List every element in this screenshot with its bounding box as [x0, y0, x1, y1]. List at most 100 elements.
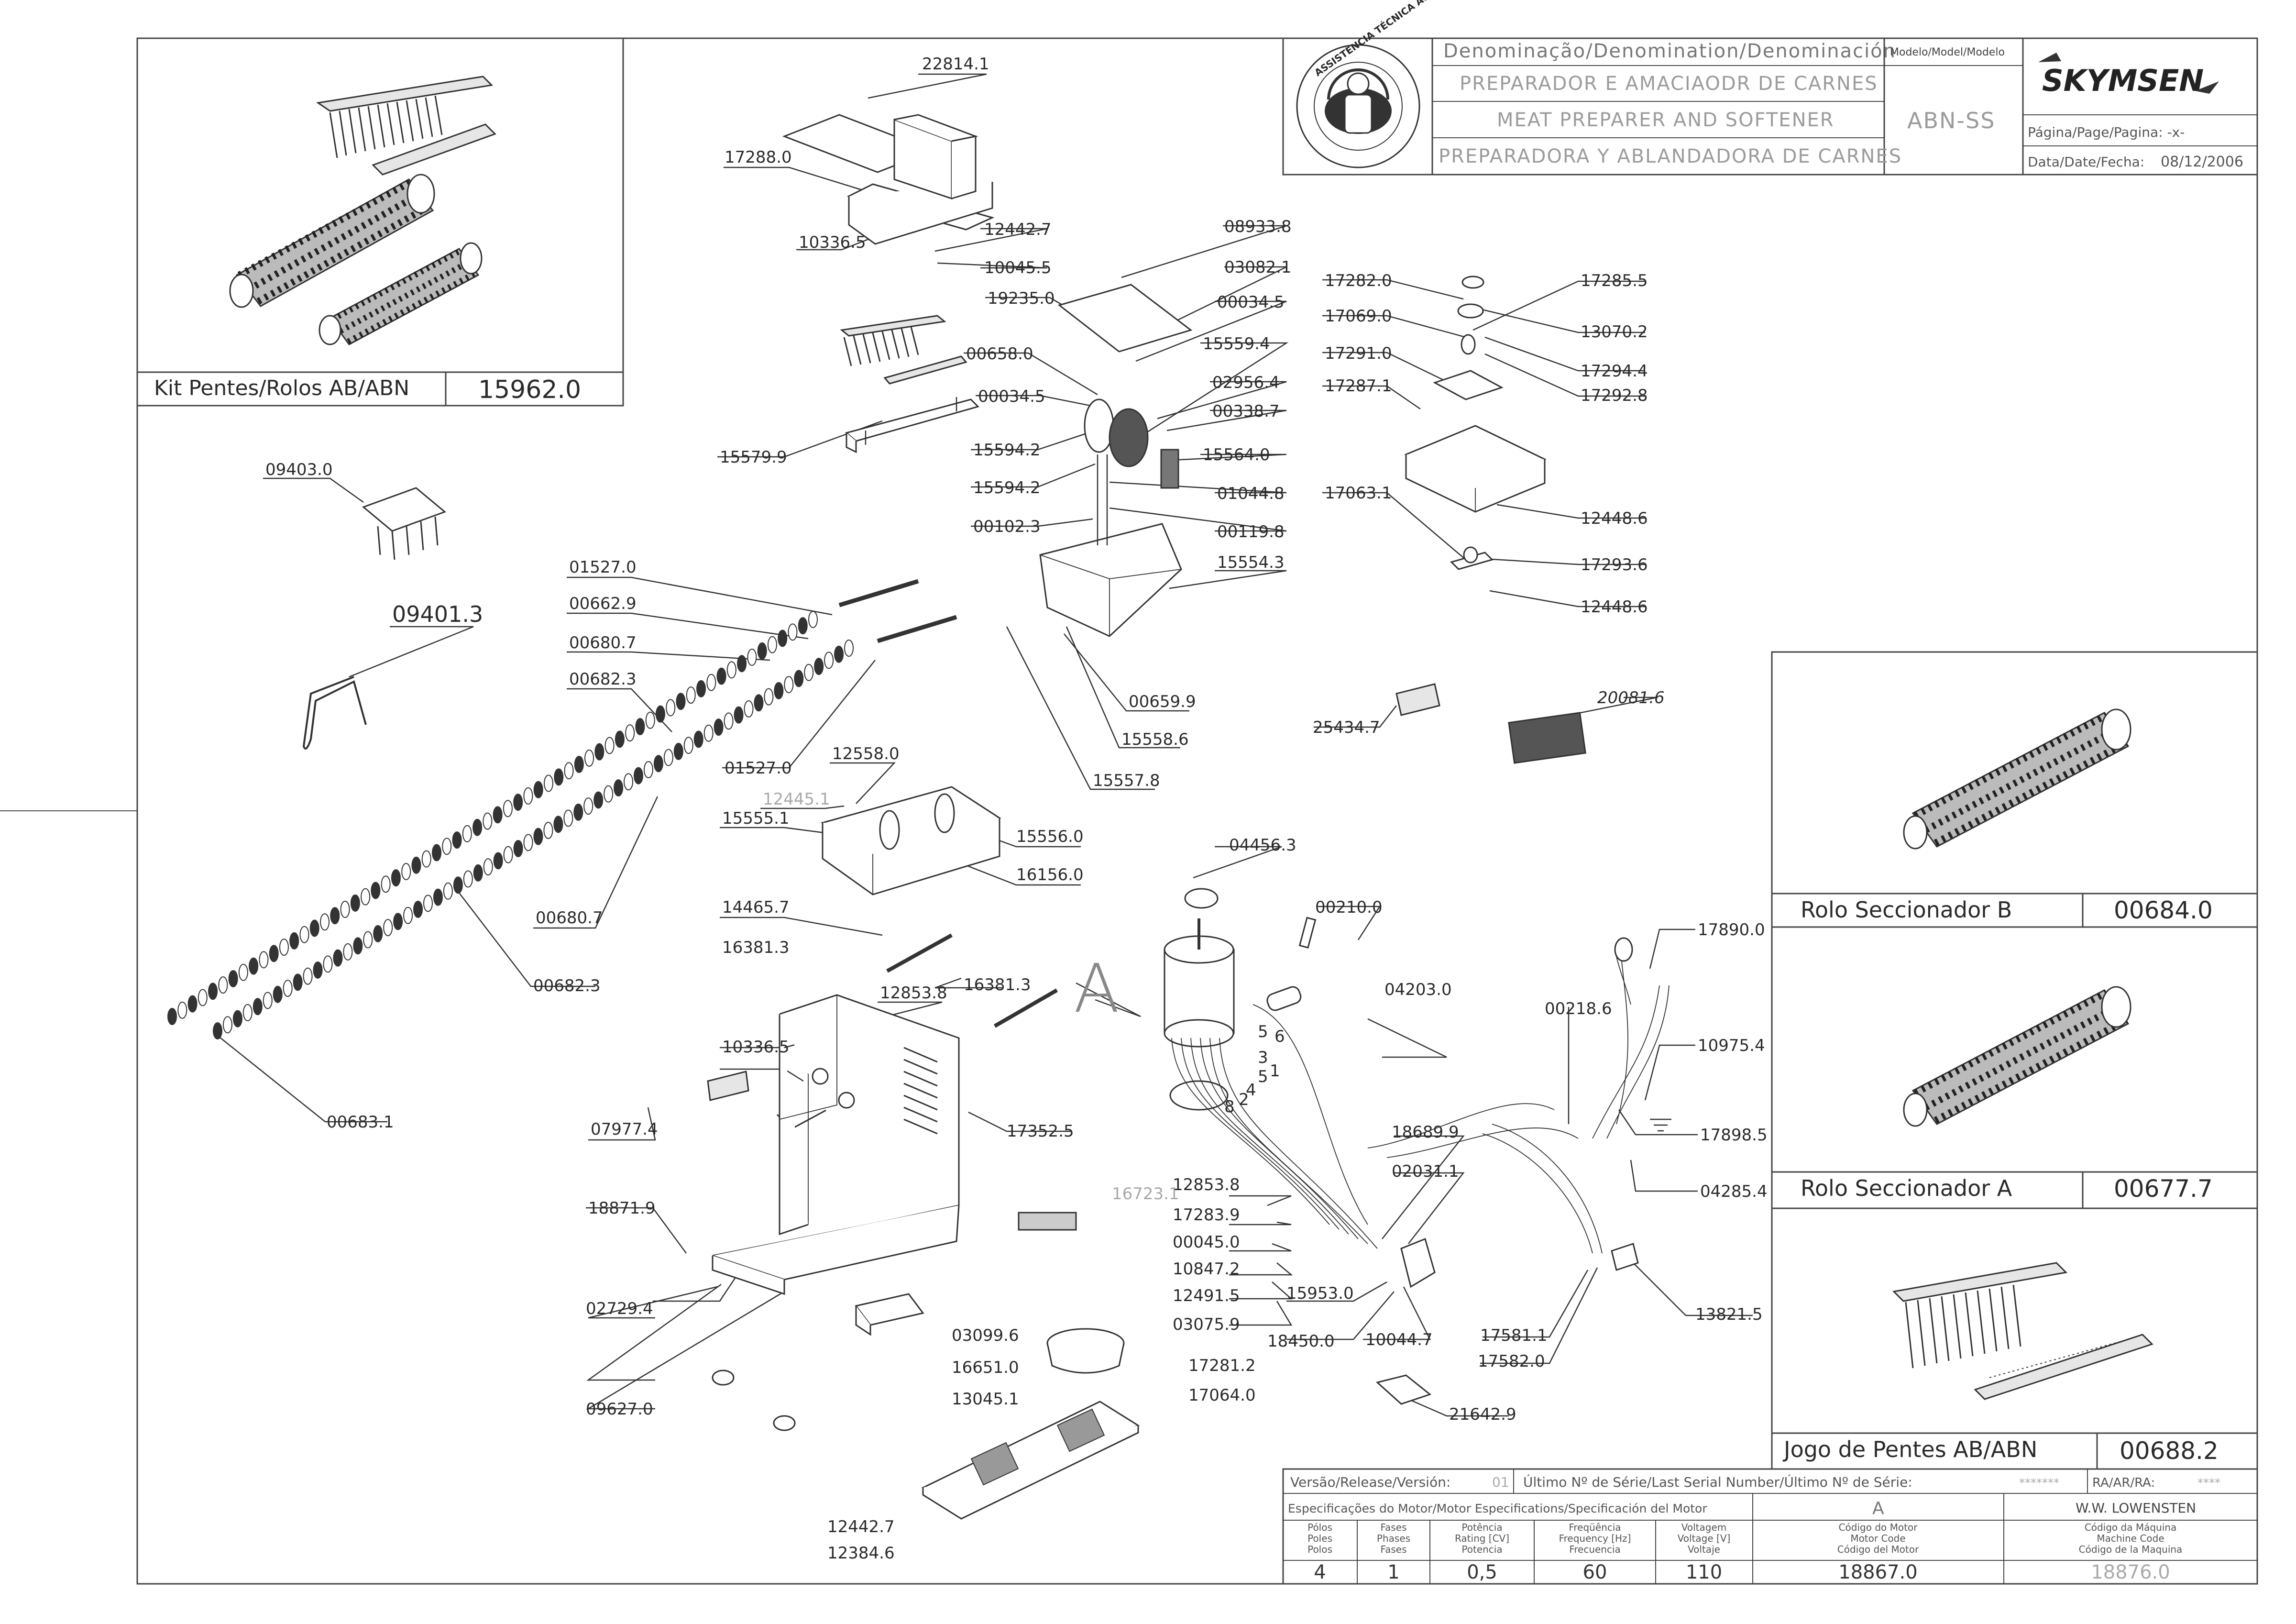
roller-disc	[493, 806, 503, 824]
date-value: 08/12/2006	[2161, 154, 2243, 170]
part-label: 00682.3	[533, 976, 601, 995]
machine-name-en: MEAT PREPARER AND SOFTENER	[1497, 109, 1835, 131]
part-label: 04456.3	[1229, 836, 1296, 855]
part-label: 10336.5	[799, 233, 866, 252]
part-label: 15579.9	[720, 448, 787, 467]
roller-disc	[373, 925, 383, 942]
part-label: 00658.0	[966, 344, 1033, 364]
spec-column-header: Rating [CV]	[1455, 1533, 1509, 1544]
part-label: 17063.1	[1325, 484, 1392, 503]
part-label: 13045.1	[952, 1390, 1019, 1409]
spec-column-header: Poles	[1307, 1533, 1332, 1544]
roller-disc	[293, 973, 303, 991]
wire-number: 6	[1274, 1027, 1285, 1046]
part-label: 18450.0	[1267, 1332, 1335, 1351]
roller-disc	[737, 655, 747, 673]
part-label: 15594.2	[973, 441, 1041, 460]
roller-disc	[563, 809, 573, 827]
part-label: 17582.0	[1478, 1352, 1545, 1371]
part-label: 13070.2	[1581, 322, 1648, 342]
spec-column-value: 0,5	[1467, 1561, 1497, 1583]
serial-label: Último Nº de Série/Last Serial Number/Úl…	[1523, 1474, 1912, 1490]
roller-disc	[564, 762, 574, 780]
model-code: ABN-SS	[1907, 108, 1995, 133]
roller-disc	[714, 718, 724, 736]
part-label: 12442.7	[984, 220, 1052, 239]
motor-spec-table: Versão/Release/Versión: 01 Último Nº de …	[1282, 1468, 2258, 1585]
roller-disc	[676, 693, 686, 710]
part-label: 15554.3	[1217, 553, 1285, 572]
part-label: 00045.0	[1173, 1233, 1240, 1252]
motor-callout-letter: A	[1074, 950, 1120, 1028]
roller-disc	[645, 711, 655, 729]
roller-disc	[279, 939, 289, 956]
roller-disc	[242, 1004, 253, 1021]
part-label: 04285.4	[1700, 1182, 1768, 1201]
roller-disc	[350, 894, 360, 912]
roller-disc	[778, 630, 788, 647]
roller-disc	[523, 834, 533, 851]
roller-disc	[299, 926, 309, 943]
kit-1-code: 15962.0	[478, 376, 581, 404]
roller-disc	[624, 773, 634, 791]
roller-disc	[232, 1010, 242, 1027]
roller-disc	[533, 828, 543, 845]
part-label: 20081.6	[1597, 688, 1665, 707]
spec-column-header: Código de la Maquina	[2079, 1544, 2183, 1555]
ra-label: RA/AR/RA:	[2092, 1476, 2155, 1490]
roller-disc	[767, 636, 777, 653]
roller-disc	[706, 674, 716, 691]
spec-column-header: Voltage [V]	[1678, 1533, 1731, 1544]
roller-disc	[340, 901, 350, 918]
roller-disc	[333, 949, 343, 967]
part-label: 00338.7	[1212, 402, 1280, 421]
part-label: 16651.0	[952, 1358, 1019, 1377]
part-label: 03082.1	[1224, 258, 1292, 277]
roller-disc	[228, 970, 238, 987]
part-label: 12448.6	[1581, 597, 1648, 617]
part-label: 17291.0	[1325, 344, 1392, 363]
spec-column-header: Phases	[1377, 1533, 1410, 1544]
part-label: 00680.7	[569, 633, 637, 652]
roller-disc	[273, 985, 283, 1003]
spec-column-header: Código do Motor	[1839, 1522, 1918, 1533]
roller-disc	[443, 882, 453, 900]
spec-column-value: 110	[1686, 1561, 1722, 1583]
kit-2-code: 00684.0	[2114, 896, 2213, 924]
roller-disc	[167, 1008, 177, 1025]
part-label: 17064.0	[1188, 1386, 1256, 1405]
part-label: 21642.9	[1449, 1405, 1516, 1424]
part-label: 00680.7	[536, 908, 603, 928]
spec-column-header: Polos	[1307, 1544, 1332, 1555]
part-label: 13821.5	[1695, 1305, 1763, 1324]
roller-disc	[573, 803, 583, 821]
part-label: 17069.0	[1325, 307, 1392, 326]
part-label: 15559.4	[1203, 334, 1270, 354]
spec-columns: PólosPolesPolos4FasesPhasesFases1Potênci…	[1307, 1522, 2182, 1583]
jogo-de-pentes-panel: Jogo de Pentes AB/ABN 00688.2	[1771, 1207, 2258, 1470]
part-label: 16381.3	[722, 938, 790, 957]
roller-disc	[323, 955, 333, 973]
part-label: 15558.6	[1121, 730, 1189, 749]
spec-column-value: 4	[1314, 1561, 1326, 1583]
part-label: 17281.2	[1188, 1356, 1256, 1375]
ra-value: ****	[2197, 1476, 2220, 1490]
kit-2-label: Rolo Seccionador B	[1801, 897, 2012, 923]
roller-disc	[824, 652, 834, 669]
roller-disc	[503, 800, 513, 818]
roller-disc	[493, 852, 503, 870]
roller-disc	[583, 797, 593, 815]
roller-disc	[744, 700, 754, 718]
wire-number: 2	[1239, 1090, 1249, 1109]
spec-column-header: Código da Máquina	[2085, 1522, 2176, 1533]
wire-number: 8	[1224, 1097, 1235, 1116]
part-label: 10336.5	[722, 1038, 790, 1057]
roller-disc	[634, 767, 643, 784]
spec-column-header: Pólos	[1307, 1522, 1332, 1533]
roller-disc	[313, 961, 323, 979]
part-label: 00218.6	[1545, 999, 1612, 1018]
roller-disc	[614, 779, 624, 797]
roller-disc	[584, 749, 594, 767]
part-label: 17293.6	[1581, 555, 1648, 574]
machine-name-pt: PREPARADOR E AMACIAODR DE CARNES	[1460, 73, 1878, 95]
